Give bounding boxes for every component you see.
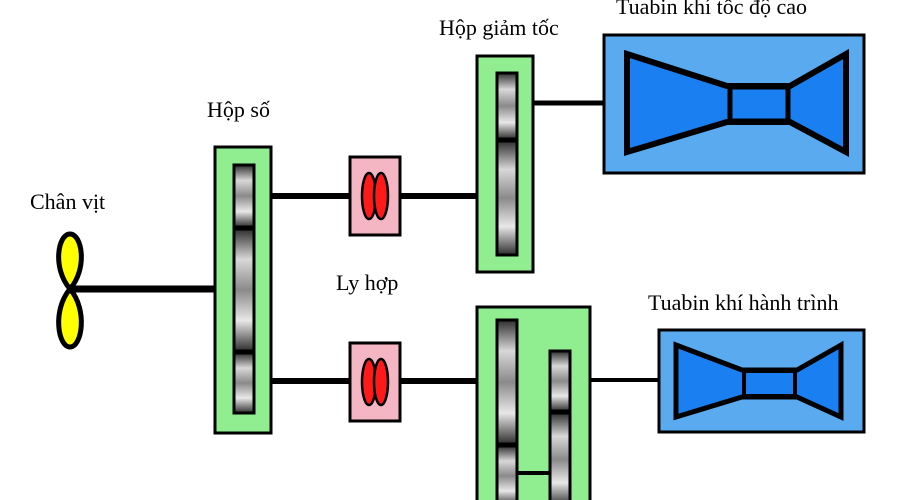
main-gearbox-gear-top (232, 163, 256, 229)
reduction-gearbox (475, 54, 535, 274)
cruise-gearbox-gear-large (495, 318, 519, 446)
clutch-label: Ly hợp (336, 270, 398, 295)
high-speed-turbine-core (727, 84, 791, 124)
reduction-gearbox-gear-top (495, 71, 519, 141)
gearbox-label: Hộp số (207, 97, 270, 122)
upper-clutch (348, 155, 402, 237)
propeller-blade-bottom (56, 286, 84, 350)
main-gearbox-gear-bottom (232, 351, 256, 415)
main-gearbox (213, 145, 273, 435)
cruise-turbine-label: Tuabin khí hành trình (648, 290, 838, 315)
cruise-gearbox-gear-small-lower (548, 411, 572, 500)
cruise-turbine (657, 328, 866, 434)
propeller-blade-top (56, 231, 84, 292)
reduction-gearbox-gear-bottom (495, 139, 519, 257)
reduction-gearbox-label: Hộp giảm tốc (439, 15, 559, 40)
high-speed-turbine (602, 33, 866, 175)
lower-clutch (348, 341, 402, 423)
cruise-turbine-core (742, 369, 797, 398)
propeller-label: Chân vịt (30, 189, 105, 214)
upper-clutch-disc-right (372, 171, 390, 221)
lower-clutch-disc-right (372, 357, 390, 407)
propeller (56, 231, 84, 350)
main-gearbox-gear-middle (232, 227, 256, 353)
cruise-gearbox (475, 305, 592, 500)
high-speed-turbine-label: Tuabin khí tốc độ cao (616, 0, 807, 19)
cruise-gearbox-gear-small (548, 349, 572, 413)
cruise-gearbox-gear-large-lower (495, 444, 519, 500)
